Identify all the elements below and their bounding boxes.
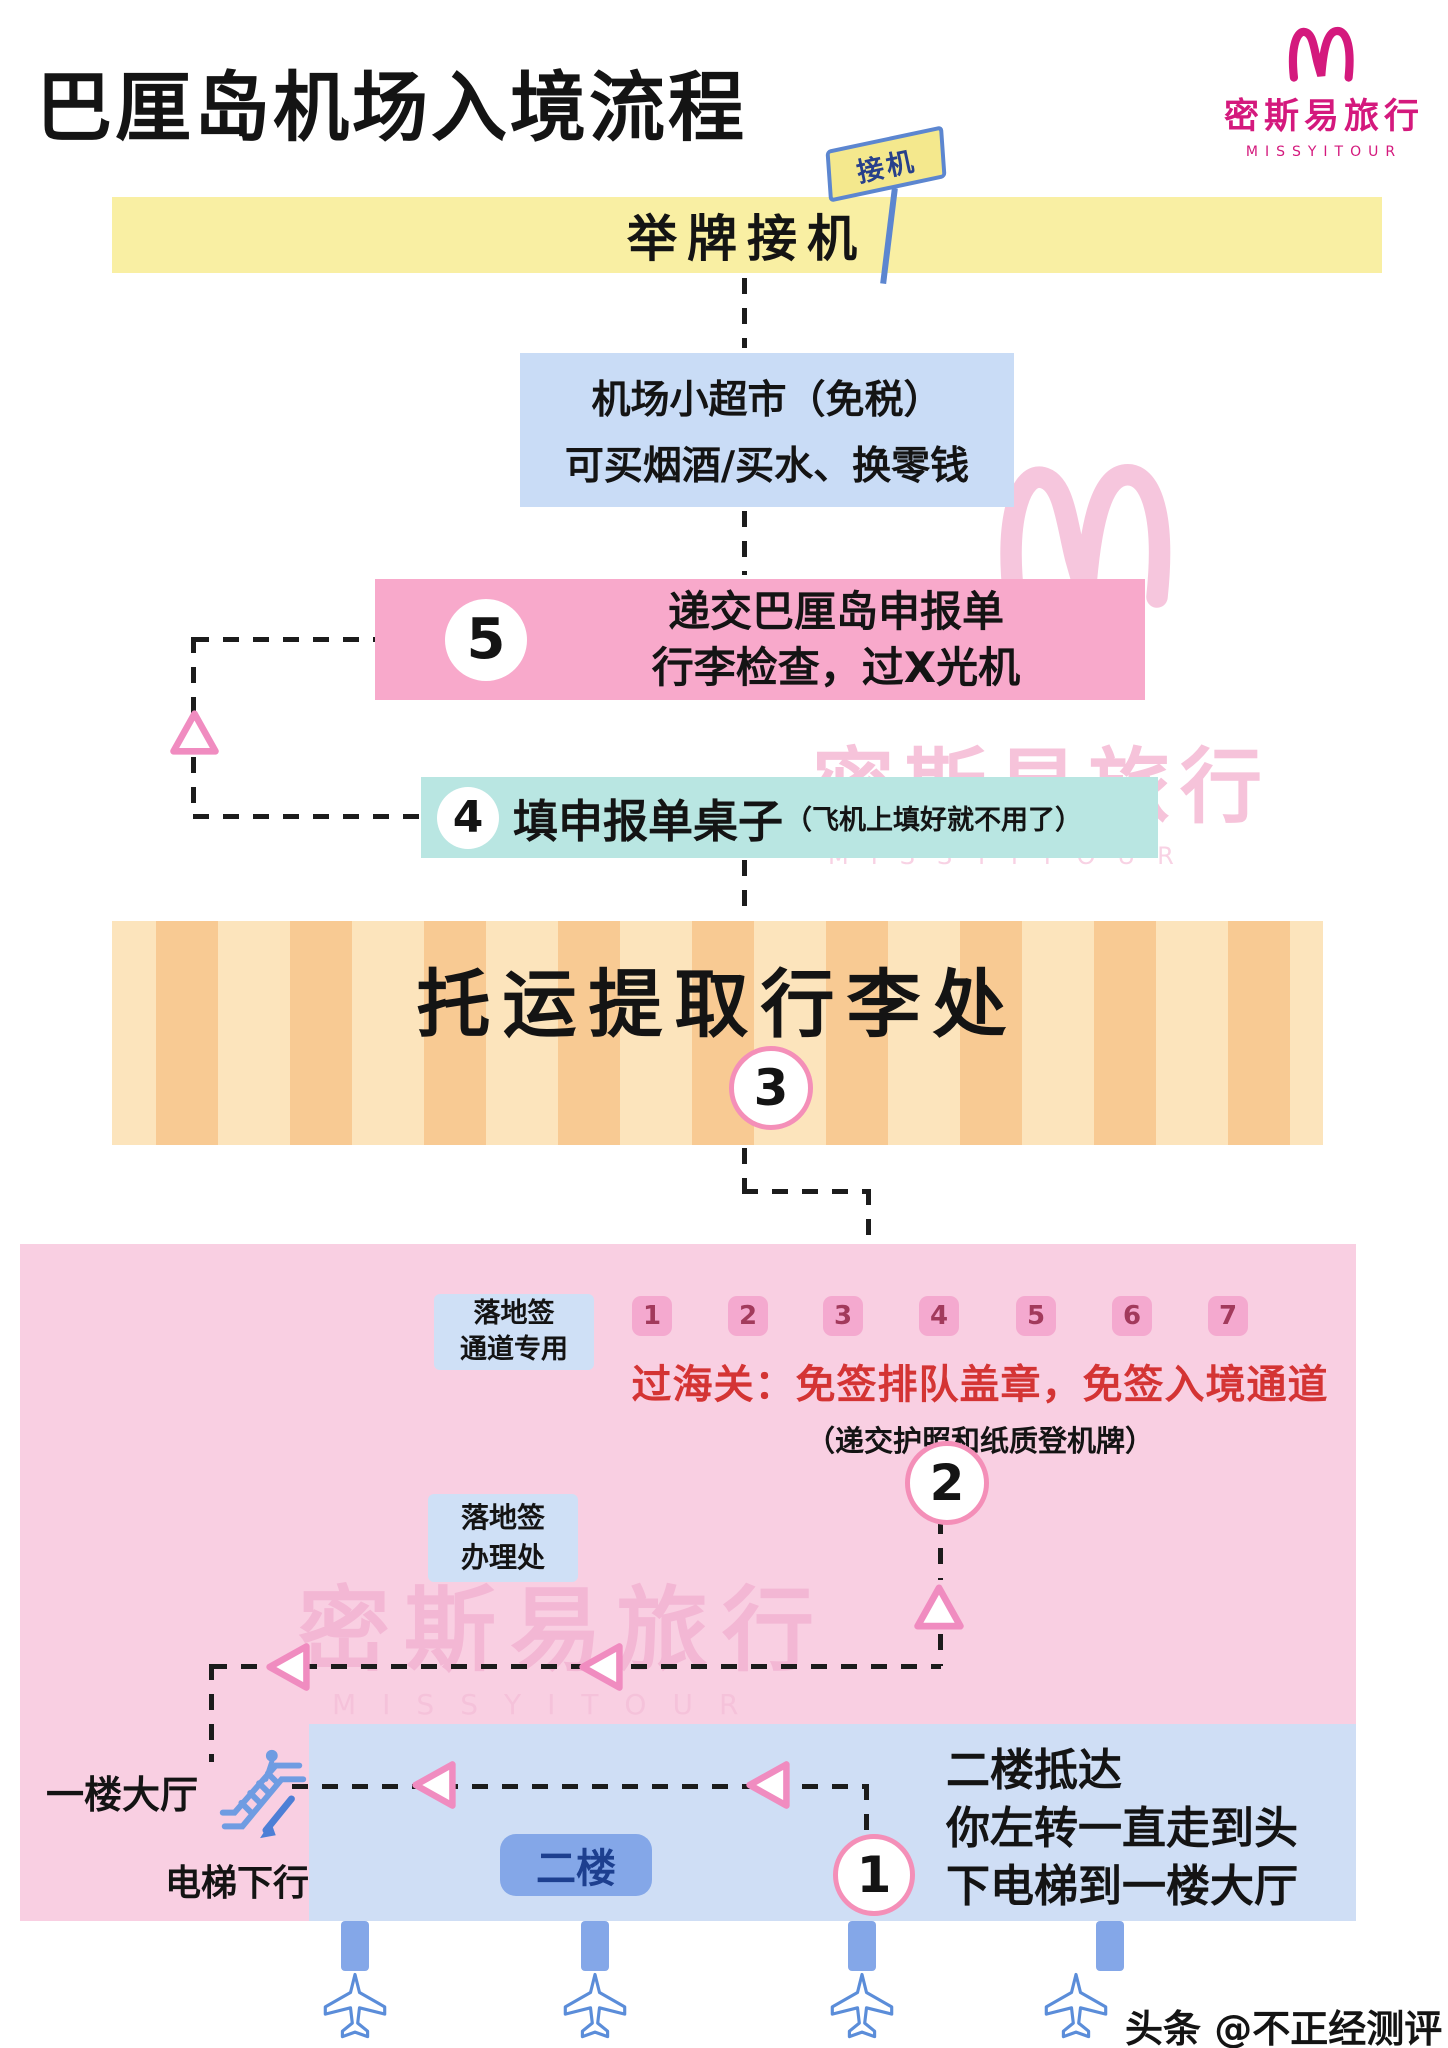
page-title: 巴厘岛机场入境流程 (36, 63, 747, 152)
flow-line (742, 511, 747, 575)
arrival-line-2: 你左转一直走到头 (946, 1803, 1298, 1854)
flow-arrow-left-icon (742, 1759, 794, 1811)
arrival-line-3: 下电梯到一楼大厅 (946, 1861, 1298, 1912)
baggage-claim-stripes (112, 921, 1323, 1145)
lobby-label: 一楼大厅 (46, 1773, 199, 1817)
sign-label: 接机 (854, 145, 920, 189)
voa-office-label: 落地签 办理处 (428, 1494, 578, 1582)
customs-headline: 过海关：免签排队盖章，免签入境通道 (631, 1362, 1329, 1408)
flow-arrow-left-icon (408, 1759, 460, 1811)
customs-counter-5: 5 (1016, 1296, 1056, 1336)
step2-number: 2 (905, 1441, 989, 1525)
arrival-text-block: 二楼抵达 你左转一直走到头 下电梯到一楼大厅 (946, 1742, 1298, 1916)
brand-name-en: MISSYITOUR (1245, 144, 1403, 160)
step4-label: 填申报单桌子 (513, 795, 784, 848)
market-line-2: 可买烟酒/买水、换零钱 (564, 444, 970, 489)
flow-arrow-left-icon (262, 1641, 314, 1693)
step5-line-1: 递交巴厘岛申报单 (667, 586, 1004, 636)
step3-number: 3 (729, 1046, 813, 1130)
flow-arrow-up-icon (912, 1580, 966, 1634)
sign-plate: 接机 (825, 125, 947, 203)
escalator-down-icon (212, 1740, 312, 1846)
flow-line (938, 1518, 943, 1580)
voa-lane-line-1: 落地签 (473, 1298, 555, 1329)
airplane-icon (559, 1970, 631, 2042)
market-box: 机场小超市（免税） 可买烟酒/买水、换零钱 (520, 353, 1014, 507)
step1-number: 1 (833, 1834, 915, 1916)
voa-office-line-1: 落地签 (460, 1501, 545, 1534)
step5-number: 5 (445, 598, 527, 681)
elevator-down-label: 电梯下行 (165, 1863, 310, 1904)
airplane-icon (826, 1970, 898, 2042)
customs-counter-6: 6 (1112, 1296, 1152, 1336)
floor-pill: 二楼 (500, 1834, 652, 1896)
customs-text-block: 过海关：免签排队盖章，免签入境通道 （递交护照和纸质登机牌） (580, 1352, 1380, 1460)
voa-lane-label: 落地签 通道专用 (434, 1294, 594, 1370)
brand-name-cn: 密斯易旅行 (1223, 97, 1424, 137)
flow-line (742, 860, 747, 918)
flow-line (742, 1189, 870, 1194)
customs-counter-4: 4 (919, 1296, 959, 1336)
step5-text: 递交巴厘岛申报单 行李检查，过X光机 (527, 584, 1145, 696)
pickup-banner-label: 举牌接机 (627, 210, 867, 268)
baggage-claim-label: 托运提取行李处 (416, 962, 1019, 1048)
customs-counter-2: 2 (728, 1296, 768, 1336)
jet-bridge (581, 1921, 609, 1971)
customs-counter-1: 1 (632, 1296, 672, 1336)
flow-line (211, 1664, 941, 1669)
flow-line (938, 1634, 943, 1666)
arrival-line-1: 二楼抵达 (946, 1745, 1122, 1796)
customs-subline: （递交护照和纸质登机牌） (805, 1424, 1154, 1458)
flow-line (742, 1148, 747, 1192)
market-line-1: 机场小超市（免税） (591, 378, 943, 423)
step4-number: 4 (437, 786, 499, 849)
step5-box: 5 递交巴厘岛申报单 行李检查，过X光机 (375, 579, 1145, 700)
voa-lane-line-2: 通道专用 (460, 1334, 568, 1365)
baggage-claim-banner: 托运提取行李处 (112, 921, 1323, 1145)
step4-box: 4 填申报单桌子 （飞机上填好就不用了） (421, 777, 1158, 858)
flow-line (866, 1189, 871, 1245)
credit-text: 头条 @不正经测评 (1125, 2007, 1443, 2048)
arrival-box (309, 1724, 1356, 1921)
flow-arrow-up-icon (168, 706, 221, 759)
flow-line (193, 637, 375, 642)
voa-office-line-2: 办理处 (460, 1541, 545, 1574)
flow-line (193, 814, 421, 819)
airplane-icon (319, 1970, 391, 2042)
step4-note: （飞机上填好就不用了） (785, 805, 1083, 836)
jet-bridge (1096, 1921, 1124, 1971)
flow-line (209, 1664, 214, 1762)
pickup-banner: 举牌接机 (112, 197, 1382, 273)
flow-line (742, 278, 747, 348)
brand-logo: 密斯易旅行 MISSYITOUR (1214, 20, 1434, 160)
airplane-icon (1040, 1970, 1112, 2042)
jet-bridge (848, 1921, 876, 1971)
step5-line-2: 行李检查，过X光机 (651, 642, 1021, 692)
customs-counter-7: 7 (1208, 1296, 1248, 1336)
flow-line (292, 1784, 868, 1789)
sign-post (880, 187, 898, 285)
flow-line (864, 1784, 869, 1834)
jet-bridge (341, 1921, 369, 1971)
customs-counter-3: 3 (823, 1296, 863, 1336)
flow-arrow-left-icon (575, 1641, 627, 1693)
logo-m-icon (1288, 27, 1354, 82)
pickup-sign-icon: 接机 (818, 125, 1008, 288)
